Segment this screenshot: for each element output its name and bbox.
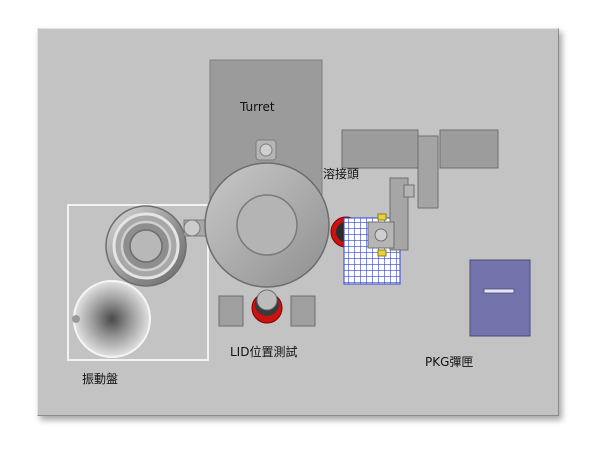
pkg-magazine[interactable] <box>469 259 531 337</box>
vibration-bowl-label: 振動盤 <box>82 372 119 386</box>
pkg-magazine-label: PKG彈匣 <box>425 355 474 369</box>
weld-head-assembly[interactable] <box>341 129 499 257</box>
turret-wheel[interactable] <box>204 162 330 288</box>
weld-head-label: 溶接頭 <box>323 167 360 181</box>
vibration-bowl-area[interactable] <box>67 204 209 361</box>
turret-connector <box>255 139 277 161</box>
lid-test-block-left <box>218 295 244 327</box>
lid-position-test-label: LID位置測試 <box>230 345 298 359</box>
turret-label: Turret <box>240 100 275 114</box>
vibration-bowl-bottom[interactable] <box>72 280 151 358</box>
lid-test-block-right <box>290 295 316 327</box>
vibration-bowl-top[interactable] <box>105 205 187 287</box>
lid-test-station[interactable] <box>251 289 283 324</box>
